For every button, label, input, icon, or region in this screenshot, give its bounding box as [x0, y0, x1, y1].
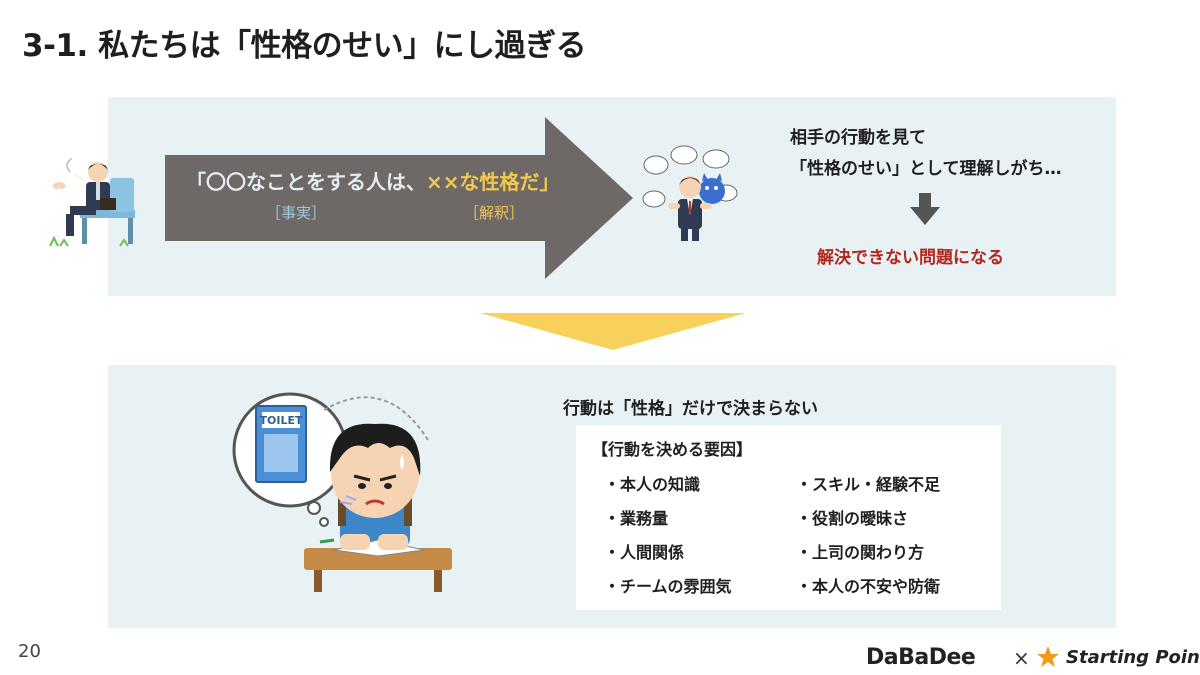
observation-line-1: 相手の行動を見て	[790, 128, 926, 148]
yellow-down-triangle	[480, 313, 746, 350]
factor-left-item: ・人間関係	[604, 543, 685, 562]
factor-right-item: ・スキル・経験不足	[796, 475, 941, 494]
factor-left-item: ・業務量	[604, 509, 669, 528]
factor-right-item: ・役割の曖昧さ	[796, 509, 909, 528]
result-text: 解決できない問題になる	[817, 248, 1004, 268]
factors-box	[576, 425, 1001, 610]
smoking-man-illustration	[49, 158, 135, 247]
observation-line-2: 「性格のせい」として理解しがち…	[790, 159, 1062, 179]
slide-title: 3-1. 私たちは「性格のせい」にし過ぎる	[22, 28, 587, 64]
quote-emphasis: ××	[426, 170, 460, 194]
starting-point-logo: Starting Point	[1066, 647, 1200, 668]
factor-right-item: ・本人の不安や防衛	[796, 577, 941, 596]
big-gray-arrow	[165, 117, 633, 279]
star-icon	[1037, 646, 1059, 667]
worried-student-illustration: TOILET	[232, 392, 452, 592]
factor-left-item: ・チームの雰囲気	[604, 577, 732, 596]
factors-title: 【行動を決める要因】	[592, 440, 753, 459]
bottom-heading: 行動は「性格」だけで決まらない	[563, 399, 818, 419]
dabadee-logo: DaBaDee	[866, 645, 976, 670]
logo-separator: ×	[1013, 646, 1030, 670]
quote-text: 「〇〇なことをする人は、××な性格だ」	[186, 166, 560, 195]
page-number: 20	[18, 641, 41, 662]
label-interpretation: ［解釈］	[464, 204, 525, 222]
toilet-sign-text: TOILET	[260, 414, 303, 427]
factor-left-item: ・本人の知識	[604, 475, 701, 494]
label-fact: ［事実］	[266, 204, 327, 222]
businessman-bubbles-illustration	[642, 145, 738, 241]
factor-right-item: ・上司の関わり方	[796, 543, 925, 562]
quote-part2: な性格だ」	[459, 170, 560, 194]
down-arrow-icon	[910, 193, 940, 225]
quote-part1: 「〇〇なことをする人は、	[186, 170, 426, 194]
